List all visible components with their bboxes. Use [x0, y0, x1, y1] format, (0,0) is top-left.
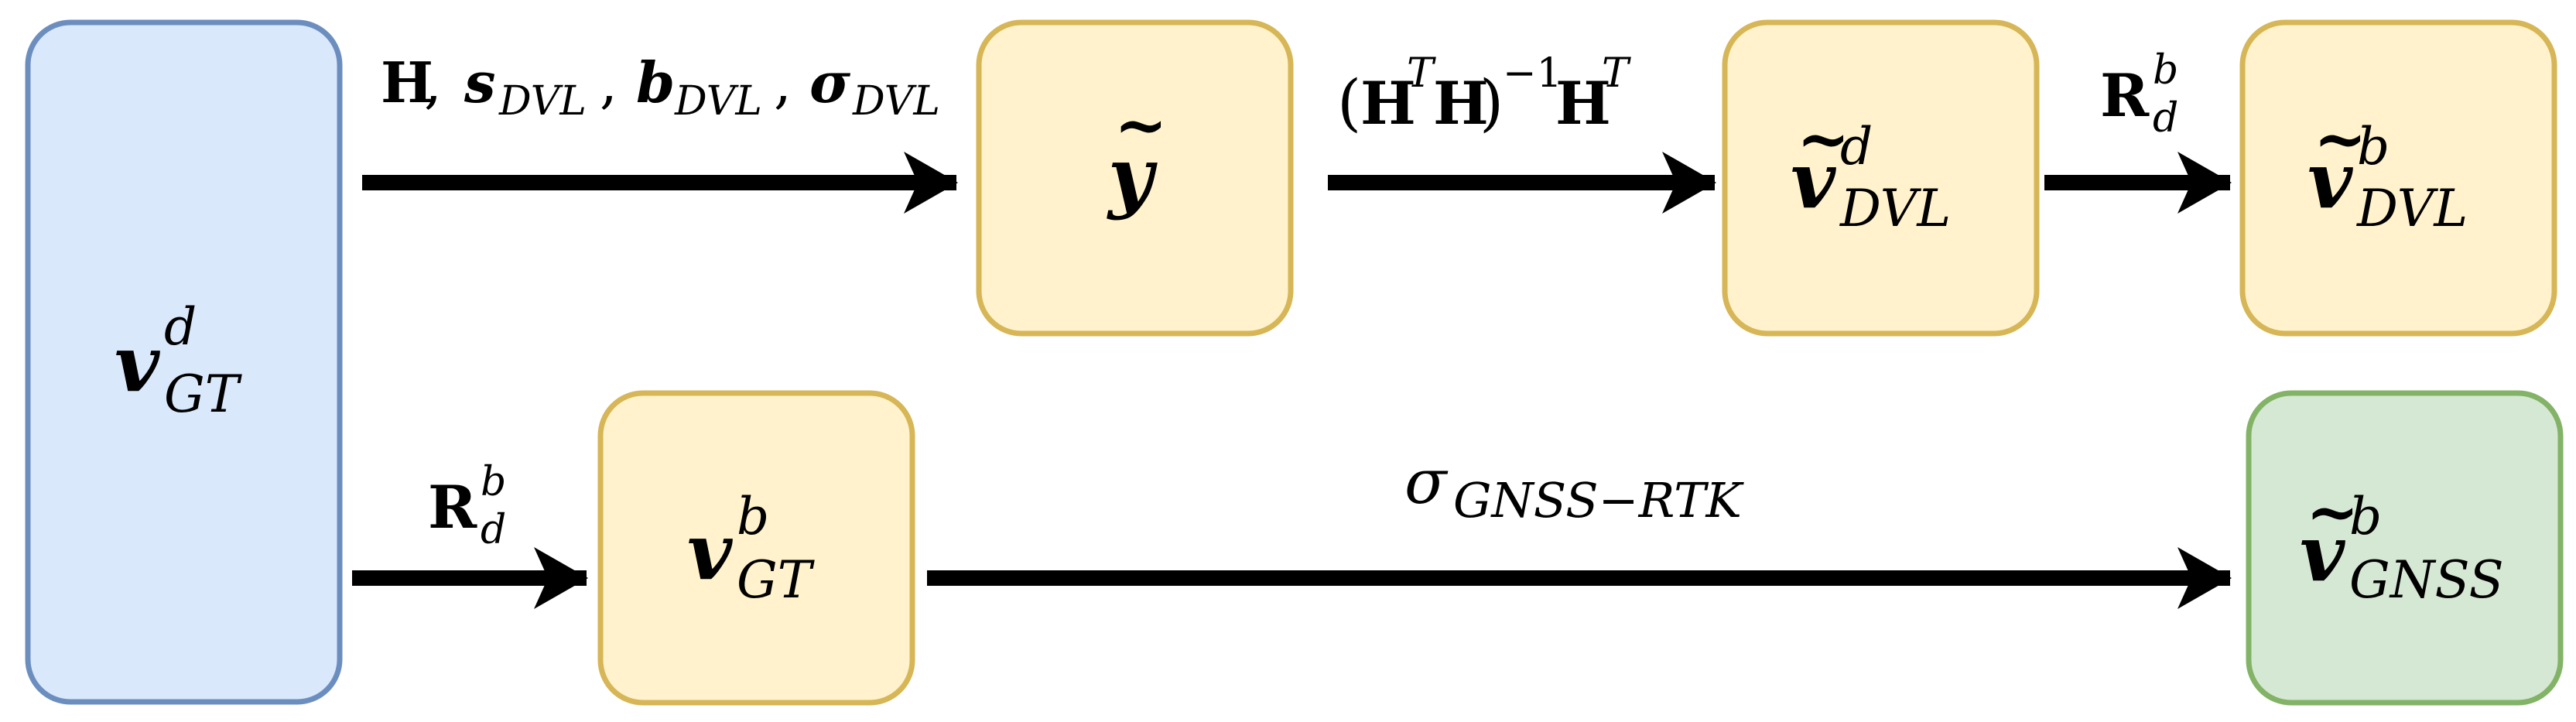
subscript: DVL — [1839, 179, 1951, 238]
subscript: d — [481, 507, 506, 553]
node-v-dvl-d-box — [1722, 19, 2040, 337]
sigma: σ — [809, 50, 851, 115]
vector-b: b — [636, 50, 675, 115]
close-paren: ) — [1480, 67, 1504, 139]
vector-s: s — [464, 50, 496, 115]
matrix-H: H — [381, 50, 433, 115]
node-v-dvl-b-box — [2239, 19, 2557, 337]
subscript: GT — [164, 364, 243, 424]
superscript: b — [481, 459, 506, 505]
superscript: b — [2357, 117, 2390, 176]
subscript: GNSS−RTK — [1453, 472, 1745, 529]
node-v-gt-d-label: v d GT — [115, 297, 243, 424]
edge-label-top-first: H , s DVL , b DVL , σ DVL — [381, 50, 940, 125]
node-v-gt-b-label: v b GT — [687, 487, 816, 610]
superscript: d — [164, 297, 197, 357]
subscript: DVL — [498, 78, 587, 125]
transpose: T — [1602, 50, 1631, 97]
edge-label-bottom-second: σ GNSS−RTK — [1404, 446, 1745, 529]
edge-label-top-second: ( H T H ) −1 H T — [1337, 50, 1631, 139]
rotation-R: R — [428, 473, 477, 542]
matrix-H: H — [1433, 69, 1489, 138]
separator: , — [600, 50, 617, 115]
node-y-tilde-label: ~ y — [1107, 88, 1168, 221]
tilde-accent: ~ — [2314, 102, 2367, 176]
node-y-tilde-box — [976, 19, 1294, 337]
rotation-R: R — [2100, 61, 2150, 130]
superscript: b — [737, 487, 769, 546]
symbol-v: v — [1791, 135, 1836, 226]
matrix-H: H — [1555, 69, 1611, 138]
edge-label-bottom-first: R b d — [428, 459, 506, 553]
separator: , — [424, 50, 442, 115]
subscript: DVL — [852, 78, 940, 125]
symbol-v: v — [687, 506, 733, 597]
subscript: DVL — [2356, 179, 2468, 238]
tilde-accent: ~ — [1114, 88, 1168, 163]
node-v-gt-d-box — [25, 19, 343, 705]
node-v-gt-b-box — [597, 390, 915, 706]
superscript: b — [2349, 487, 2382, 546]
sigma: σ — [1404, 446, 1449, 518]
subscript: GT — [737, 550, 816, 610]
node-v-dvl-b-label: ~ v b DVL — [2307, 102, 2468, 238]
node-v-dvl-d-label: ~ v d DVL — [1791, 102, 1951, 238]
subscript: GNSS — [2349, 550, 2504, 610]
symbol-v: v — [2300, 508, 2345, 599]
tilde-accent: ~ — [2306, 475, 2359, 549]
subscript: d — [2153, 95, 2178, 142]
matrix-H: H — [1360, 69, 1416, 138]
node-v-gnss-b-label: ~ v b GNSS — [2300, 475, 2504, 610]
symbol-v: v — [2307, 135, 2353, 226]
node-v-gnss-b-box — [2246, 390, 2564, 706]
symbol-y: y — [1107, 130, 1158, 221]
subscript: DVL — [674, 78, 762, 125]
open-paren: ( — [1337, 67, 1361, 139]
superscript: d — [1840, 117, 1873, 176]
transpose: T — [1407, 50, 1436, 97]
inverse: −1 — [1503, 50, 1562, 97]
separator: , — [774, 50, 792, 115]
symbol-v: v — [115, 318, 160, 409]
superscript: b — [2153, 47, 2178, 94]
tilde-accent: ~ — [1797, 102, 1850, 176]
edge-label-top-third: R b d — [2100, 47, 2178, 142]
